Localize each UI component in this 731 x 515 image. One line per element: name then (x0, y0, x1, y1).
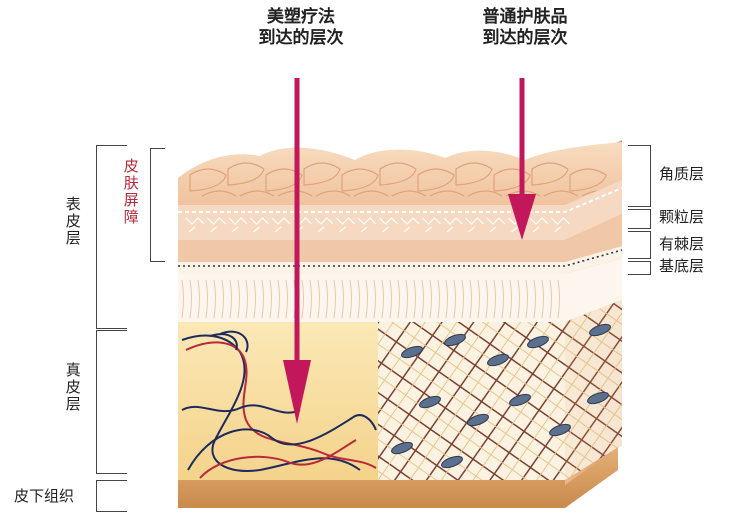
dermis-label: 真皮层 (63, 362, 82, 413)
hypodermis-label: 皮下组织 (14, 487, 74, 506)
epidermis-label: 表皮层 (63, 196, 82, 247)
skincare-arrow-label: 普通护肤品 到达的层次 (452, 6, 598, 51)
basale-bracket (628, 261, 651, 275)
skincare-label-line2: 到达的层次 (456, 28, 594, 49)
hypodermis-bracket (96, 480, 127, 512)
cosmetic-label-line2: 到达的层次 (232, 28, 370, 49)
skincare-label-line1: 普通护肤品 (456, 7, 594, 28)
barrier-bracket (150, 148, 165, 262)
corneum-bracket (628, 145, 651, 207)
skin-barrier-label: 皮肤屏障 (121, 158, 140, 226)
stratum-granulosum-label: 颗粒层 (659, 208, 704, 227)
cosmetic-label-line1: 美塑疗法 (232, 7, 370, 28)
stratum-basale-label: 基底层 (659, 257, 704, 276)
dermis-left-region (178, 322, 378, 480)
spinosum-bracket (628, 231, 651, 259)
dermis-bracket (96, 330, 127, 474)
cosmetic-arrow-label: 美塑疗法 到达的层次 (228, 6, 374, 51)
stratum-spinosum-label: 有棘层 (659, 235, 704, 254)
granulosum-bracket (628, 209, 651, 229)
stratum-corneum-label: 角质层 (659, 165, 704, 184)
